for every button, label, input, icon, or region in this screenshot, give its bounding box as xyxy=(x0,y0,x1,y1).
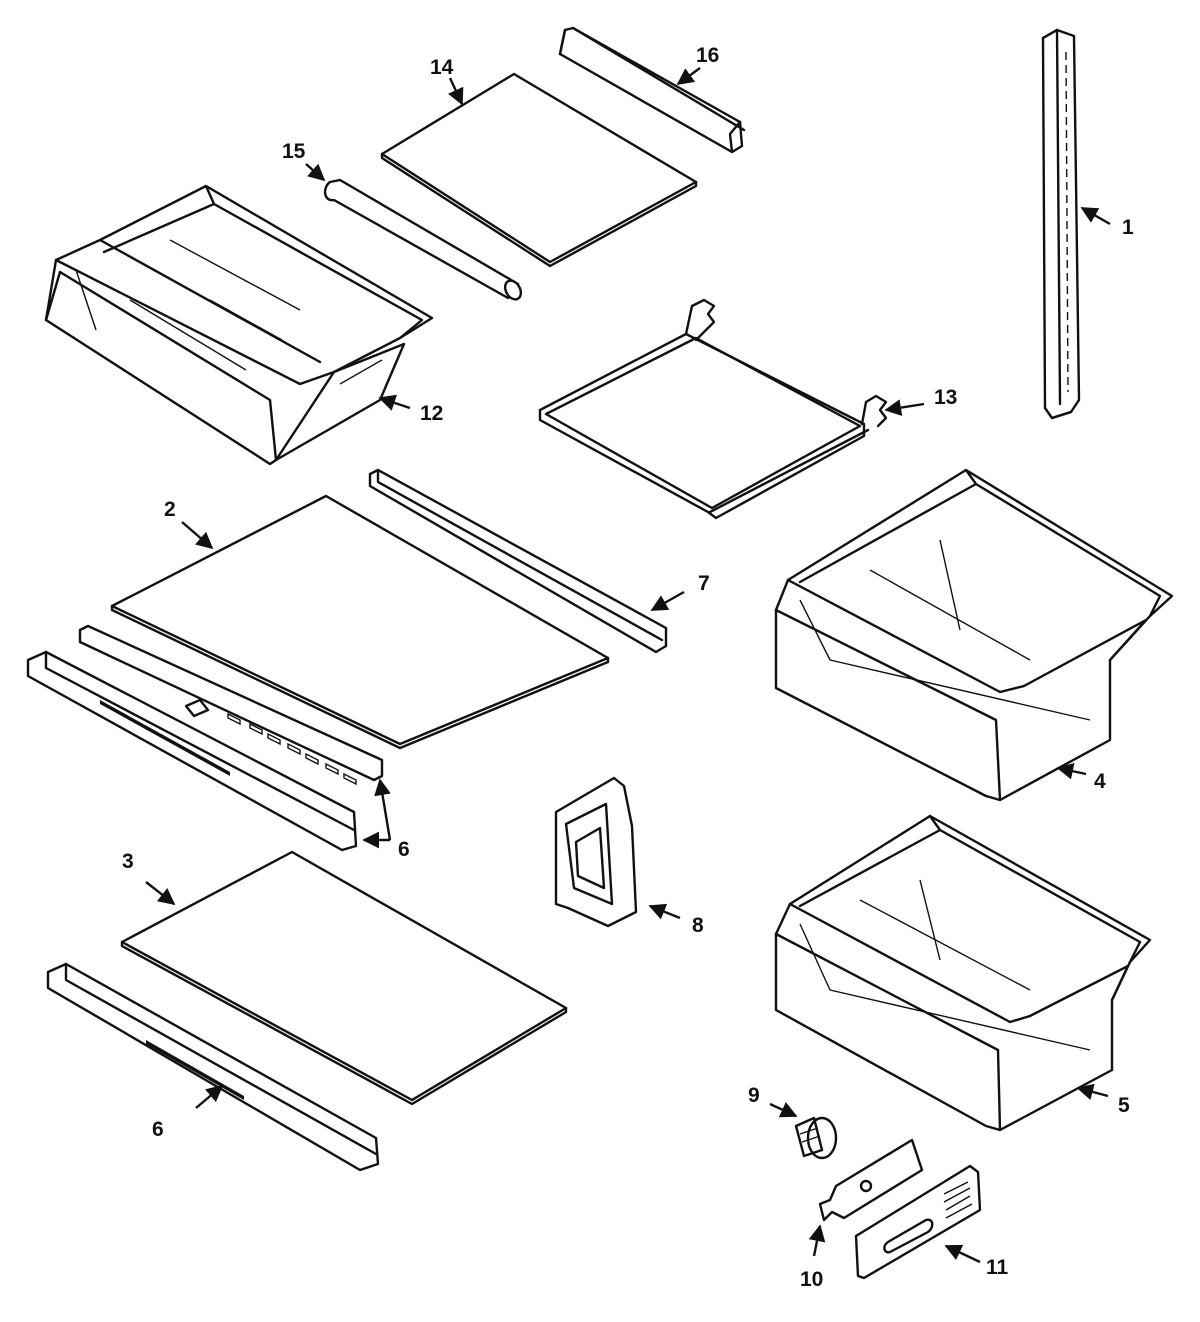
label-part-6-upper: 6 xyxy=(398,838,410,861)
label-part-12: 12 xyxy=(420,402,443,425)
part-2-glass-shelf xyxy=(110,494,610,750)
callout-labels: 1 2 3 4 5 6 6 7 8 9 10 11 12 13 14 15 16 xyxy=(122,44,1134,1291)
part-3-glass-shelf xyxy=(120,850,568,1106)
label-part-5: 5 xyxy=(1118,1094,1130,1117)
label-part-8: 8 xyxy=(692,914,704,937)
part-10-damper-plate xyxy=(818,1138,924,1222)
label-part-4: 4 xyxy=(1094,770,1106,793)
label-part-9: 9 xyxy=(748,1084,760,1107)
label-part-1: 1 xyxy=(1122,216,1134,239)
part-12-crisper-drawer xyxy=(44,184,434,466)
label-part-14: 14 xyxy=(430,56,454,79)
label-part-16: 16 xyxy=(696,44,719,67)
label-part-2: 2 xyxy=(164,498,176,521)
part-6-shelf-trim-upper xyxy=(26,624,384,852)
label-part-10: 10 xyxy=(800,1268,823,1291)
part-9-knob xyxy=(794,1116,838,1160)
part-1-shelf-rail xyxy=(1041,28,1081,420)
part-5-crisper-drawer xyxy=(774,814,1152,1132)
part-13-cantilever-shelf xyxy=(538,298,888,520)
callout-arrows xyxy=(145,67,1111,1264)
label-part-15: 15 xyxy=(282,140,306,163)
part-15-shelf-rod xyxy=(323,178,523,301)
part-16-shelf-trim xyxy=(558,26,746,154)
label-part-6-lower: 6 xyxy=(152,1118,164,1141)
label-part-3: 3 xyxy=(122,850,134,873)
part-4-crisper-drawer xyxy=(774,468,1174,802)
part-11-control-cover xyxy=(854,1164,982,1280)
part-14-glass-shelf xyxy=(380,72,698,268)
label-part-13: 13 xyxy=(934,386,957,409)
label-part-11: 11 xyxy=(986,1256,1009,1279)
part-7-shelf-trim xyxy=(368,468,668,654)
part-8-control-housing xyxy=(554,776,638,928)
label-part-7: 7 xyxy=(698,572,710,595)
